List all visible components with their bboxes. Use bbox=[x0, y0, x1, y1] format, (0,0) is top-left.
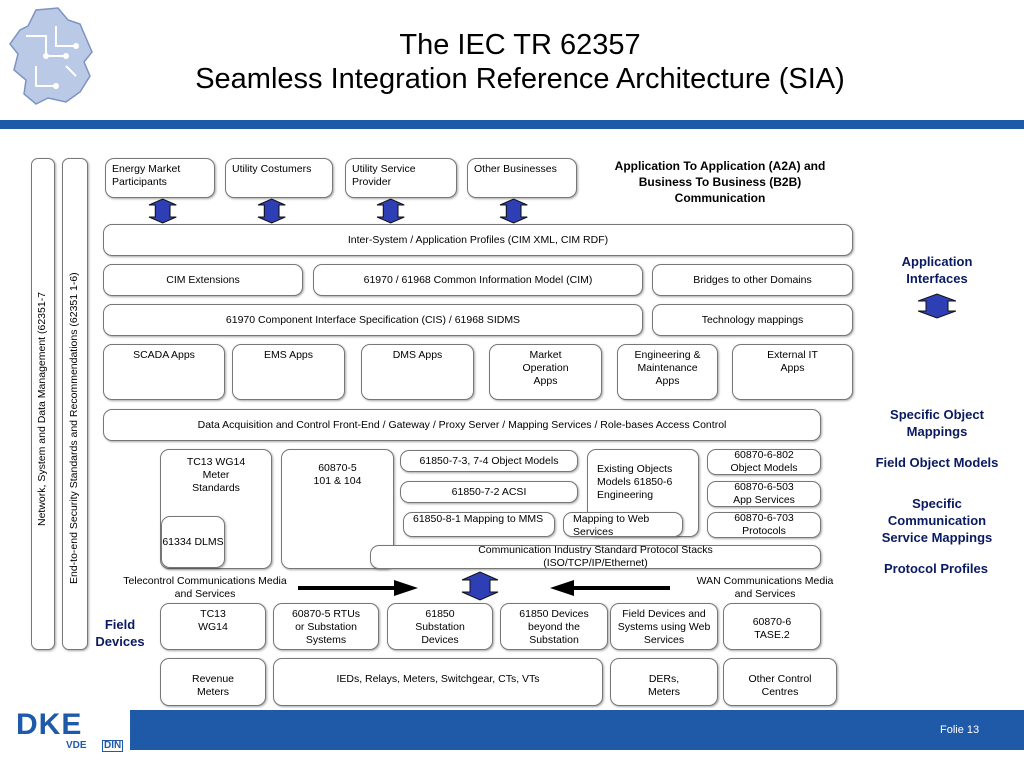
vertical-label-network: Network, System and Data Management (623… bbox=[36, 291, 48, 526]
box-device-60870-5-rtus: 60870-5 RTUs or Substation Systems bbox=[273, 603, 379, 650]
page-title-line1: The IEC TR 62357 bbox=[399, 29, 641, 61]
label-telecontrol: Telecontrol Communications Media and Ser… bbox=[123, 575, 287, 600]
header-divider bbox=[0, 120, 1024, 129]
box-60870-6-802: 60870-6-802 Object Models bbox=[707, 449, 821, 475]
slide-number: Folie 13 bbox=[940, 724, 980, 736]
b60870-5-text: 60870-5 101 & 104 bbox=[313, 462, 362, 487]
box-mapping-web: Mapping to Web Services bbox=[563, 512, 683, 538]
box-ems-apps: EMS Apps bbox=[232, 344, 345, 400]
logo-map-icon bbox=[6, 6, 98, 106]
box-device-61850-beyond: 61850 Devices beyond the Substation bbox=[500, 603, 608, 650]
double-arrows-top bbox=[148, 198, 528, 224]
box-61850-7-2: 61850-7-2 ACSI bbox=[400, 481, 578, 503]
box-61850-7-3: 61850-7-3, 7-4 Object Models bbox=[400, 450, 578, 472]
box-bridges: Bridges to other Domains bbox=[652, 264, 853, 296]
box-comm-stack: Communication Industry Standard Protocol… bbox=[370, 544, 821, 569]
label-specific-communication: Specific Communication Service Mappings bbox=[881, 496, 993, 545]
box-scada-apps: SCADA Apps bbox=[103, 344, 225, 400]
box-device-web-services: Field Devices and Systems using Web Serv… bbox=[610, 603, 718, 650]
vertical-bar-network bbox=[31, 158, 55, 650]
box-device-tc13: TC13 WG14 bbox=[160, 603, 266, 650]
box-cim: 61970 / 61968 Common Information Model (… bbox=[313, 264, 643, 296]
vertical-bar-security bbox=[62, 158, 88, 650]
dke-logo-text: DKE bbox=[16, 708, 83, 741]
box-market-apps: Market Operation Apps bbox=[489, 344, 602, 400]
box-external-it-apps: External IT Apps bbox=[732, 344, 853, 400]
box-cis: 61970 Component Interface Specification … bbox=[103, 304, 643, 336]
tc13-meter-text: TC13 WG14 Meter Standards bbox=[186, 456, 246, 494]
box-other-businesses: Other Businesses bbox=[467, 158, 577, 198]
label-field-object-models: Field Object Models bbox=[875, 455, 999, 470]
label-field-devices: Field Devices bbox=[95, 617, 145, 649]
box-data-acquisition: Data Acquisition and Control Front-End /… bbox=[103, 409, 821, 441]
box-energy-market: Energy Market Participants bbox=[105, 158, 215, 198]
box-device-tase2: 60870-6 TASE.2 bbox=[723, 603, 821, 650]
arrows-middle bbox=[298, 571, 670, 601]
double-arrow-app-if bbox=[918, 293, 956, 319]
label-protocol-profiles: Protocol Profiles bbox=[883, 561, 989, 576]
box-ieds: IEDs, Relays, Meters, Switchgear, CTs, V… bbox=[273, 658, 603, 706]
box-tc13-meter: TC13 WG14 Meter Standards bbox=[160, 449, 272, 569]
box-dms-apps: DMS Apps bbox=[361, 344, 474, 400]
box-cim-extensions: CIM Extensions bbox=[103, 264, 303, 296]
label-wan: WAN Communications Media and Services bbox=[696, 575, 834, 600]
box-60870-6-703: 60870-6-703 Protocols bbox=[707, 512, 821, 538]
box-device-61850-substation: 61850 Substation Devices bbox=[387, 603, 493, 650]
box-inter-system: Inter-System / Application Profiles (CIM… bbox=[103, 224, 853, 256]
box-ders: DERs, Meters bbox=[610, 658, 718, 706]
box-utility-service-provider: Utility Service Provider bbox=[345, 158, 457, 198]
box-other-control: Other Control Centres bbox=[723, 658, 837, 706]
page-title-line2: Seamless Integration Reference Architect… bbox=[195, 63, 845, 95]
label-specific-object-mappings: Specific Object Mappings bbox=[890, 407, 984, 439]
box-utility-costumers: Utility Costumers bbox=[225, 158, 333, 198]
box-61850-8-1: 61850-8-1 Mapping to MMS bbox=[403, 512, 555, 537]
box-revenue-meters: Revenue Meters bbox=[160, 658, 266, 706]
vde-logo-text: VDE bbox=[66, 740, 87, 751]
footer-bar bbox=[130, 710, 1024, 750]
vertical-label-security: End-to-end Security Standards and Recomm… bbox=[68, 272, 80, 584]
box-60870-6-503: 60870-6-503 App Services bbox=[707, 481, 821, 507]
a2a-label: Application To Application (A2A) and Bus… bbox=[614, 159, 826, 205]
box-technology-mappings: Technology mappings bbox=[652, 304, 853, 336]
box-engineering-apps: Engineering & Maintenance Apps bbox=[617, 344, 718, 400]
box-61334-dlms: 61334 DLMS bbox=[161, 516, 225, 568]
label-application-interfaces: Application Interfaces bbox=[901, 254, 973, 286]
din-logo-text: DIN bbox=[102, 740, 124, 752]
